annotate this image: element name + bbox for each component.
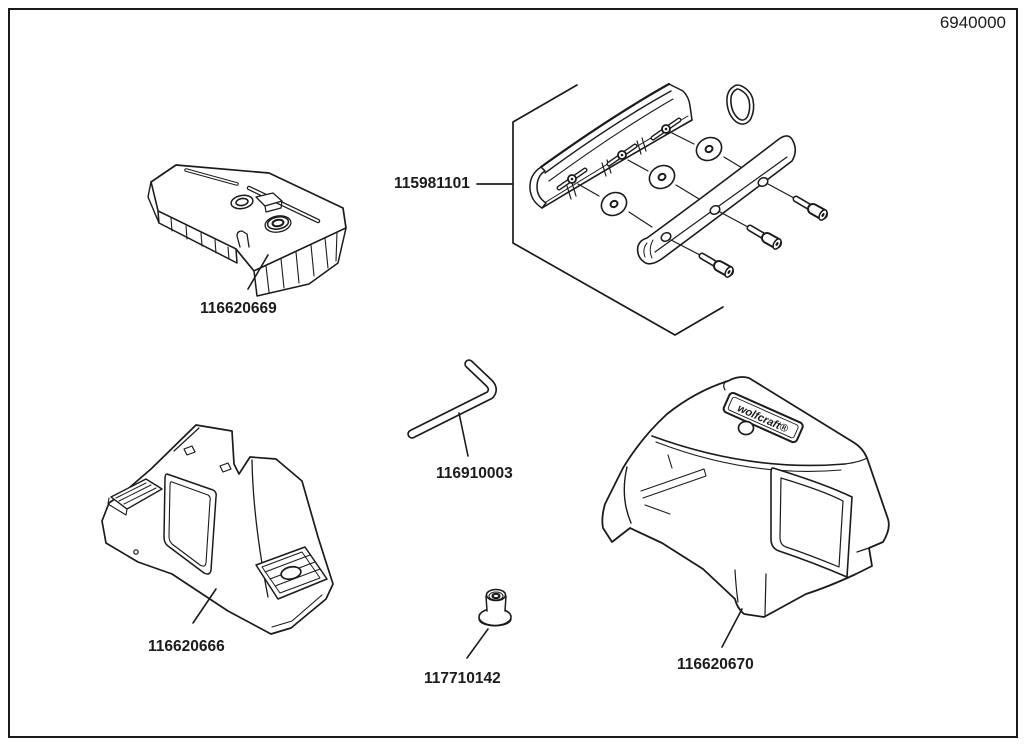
screw: [719, 211, 782, 250]
alignment-lines: [577, 132, 753, 228]
part-drawing-116620666: [101, 424, 334, 635]
part-label-116620669: 116620669: [200, 300, 277, 317]
clip-pin: [650, 117, 682, 141]
part-drawing-116910003: [407, 359, 497, 457]
plate-hole: [230, 194, 254, 210]
screw: [670, 239, 734, 278]
page-border: [8, 8, 1018, 738]
clip-pin: [606, 143, 638, 167]
leader-line-117710142: [466, 628, 489, 659]
leader-line-116910003: [458, 412, 469, 457]
leader-line-116620670: [721, 608, 743, 648]
leader-line-116620666: [192, 588, 217, 624]
document-number: 6940000: [939, 13, 1006, 32]
part-label-115981101: 115981101: [394, 175, 470, 192]
cover-top-hole: [737, 420, 755, 436]
part-drawing-116620669: [147, 164, 347, 297]
part-label-117710142: 117710142: [424, 670, 501, 687]
triangular-ring: [726, 84, 755, 125]
grip-pad: [255, 546, 328, 600]
holder-bar: [529, 82, 693, 209]
part-label-116620670: 116620670: [677, 656, 754, 673]
cover-bar: [636, 135, 797, 265]
leader-line-116620669: [247, 254, 269, 290]
assembly-boundary: [512, 84, 724, 336]
part-label-116910003: 116910003: [436, 465, 513, 482]
part-drawing-115981101: [476, 82, 828, 336]
screw: [767, 183, 828, 221]
washer: [648, 164, 676, 190]
grip-pad: [107, 478, 163, 516]
part-drawing-117710142: [466, 588, 512, 659]
part-drawing-116620670: wolfcraft®: [601, 376, 890, 648]
clip-pin: [556, 167, 588, 191]
washer: [600, 191, 628, 217]
washer: [695, 136, 723, 162]
part-label-116620666: 116620666: [148, 638, 225, 655]
